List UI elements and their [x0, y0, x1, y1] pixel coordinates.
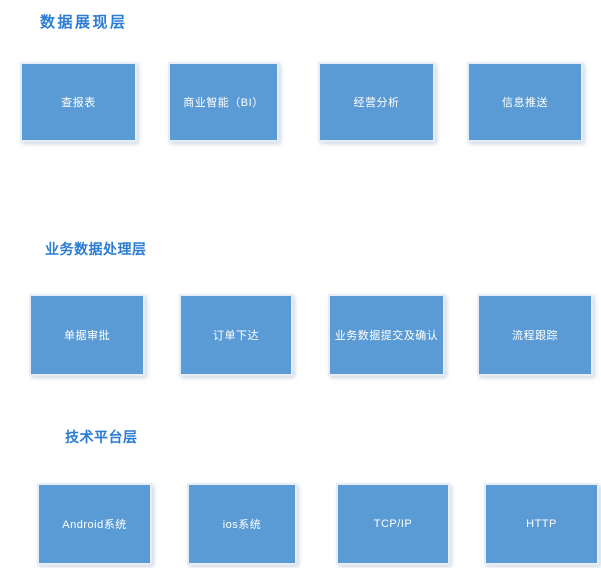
box-business-data-submit-confirm: 业务数据提交及确认 [328, 294, 445, 376]
box-http: HTTP [484, 483, 599, 565]
box-info-push: 信息推送 [467, 62, 583, 142]
box-business-intelligence: 商业智能（BI） [168, 62, 279, 142]
box-operation-analysis: 经营分析 [318, 62, 435, 142]
box-report-query: 查报表 [20, 62, 137, 142]
box-document-approval: 单据审批 [29, 294, 145, 376]
box-process-tracking: 流程跟踪 [477, 294, 593, 376]
layer-title-data-presentation: 数据展现层 [40, 14, 128, 31]
box-android-system: Android系统 [37, 483, 152, 565]
box-tcp-ip: TCP/IP [336, 483, 450, 565]
layer-title-technical-platform: 技术平台层 [65, 429, 138, 445]
layer-title-business-data-processing: 业务数据处理层 [45, 241, 147, 257]
box-ios-system: ios系统 [187, 483, 297, 565]
box-order-release: 订单下达 [179, 294, 293, 376]
